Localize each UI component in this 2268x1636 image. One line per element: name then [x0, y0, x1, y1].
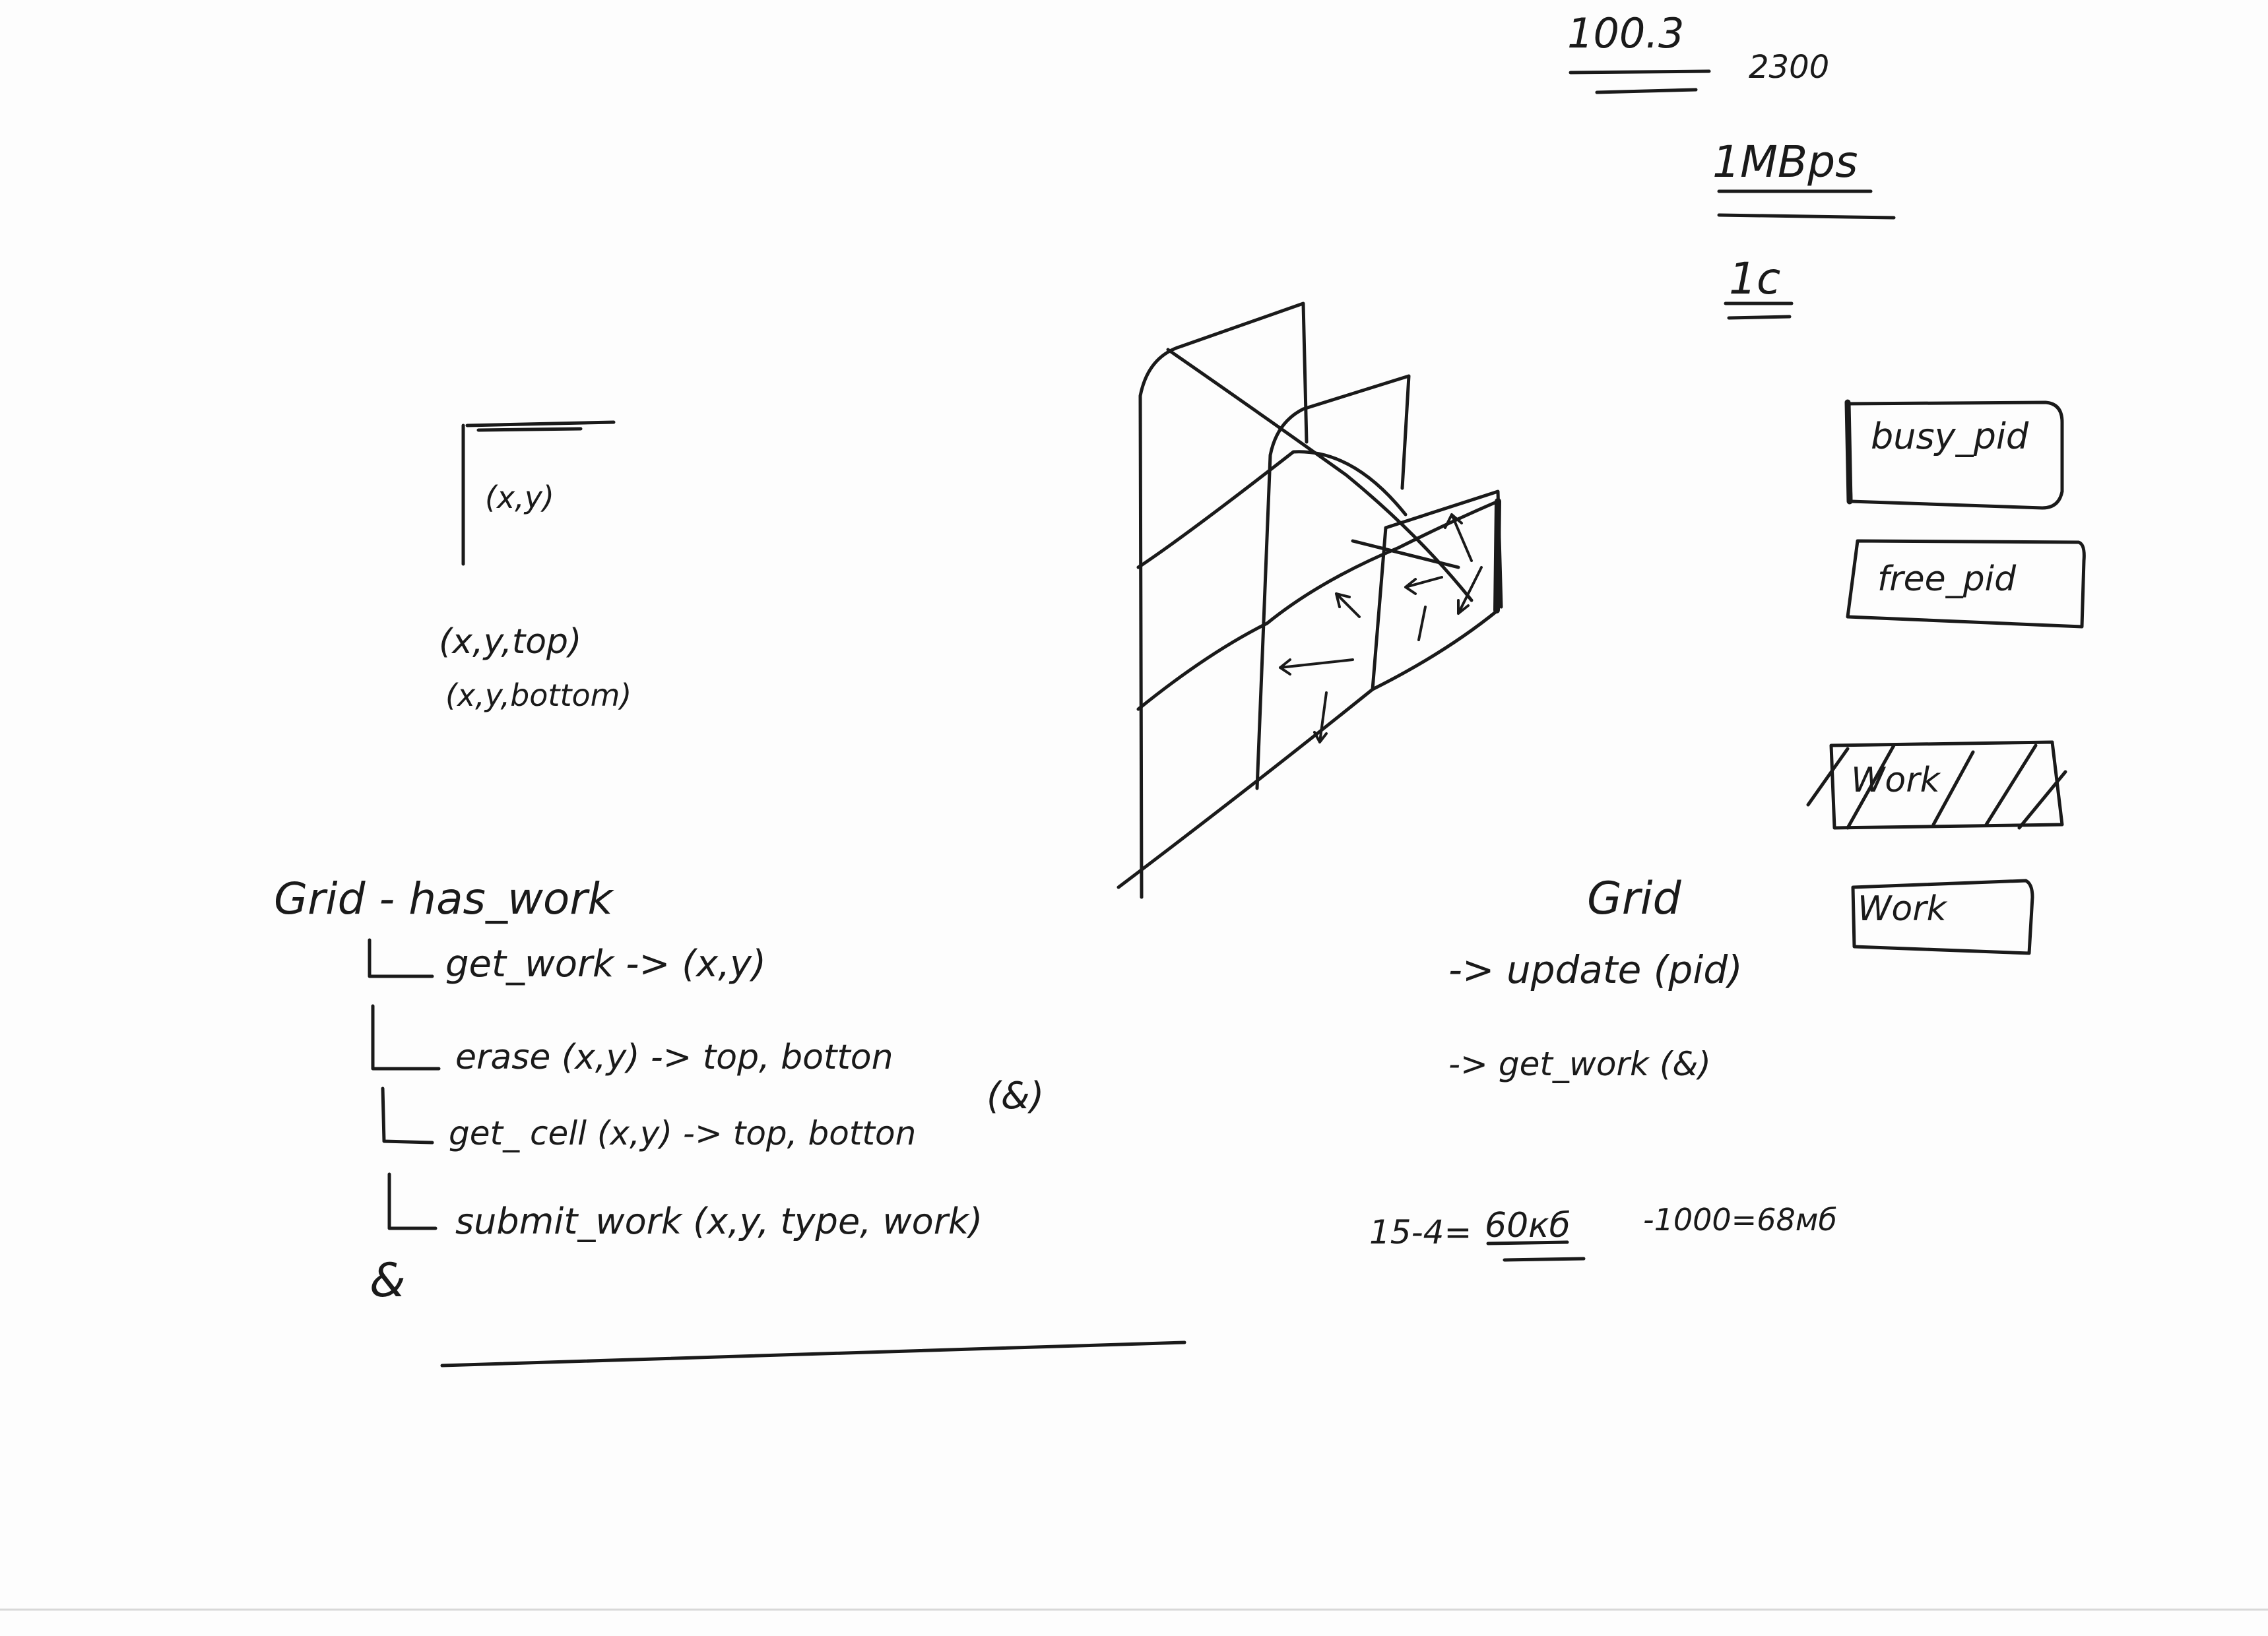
- method-get-work: get_work -> (x,y): [445, 943, 766, 986]
- arrow-up-2: [1335, 592, 1361, 618]
- grid-post-right: [1371, 489, 1503, 691]
- grid-diagonal-1: [1166, 348, 1474, 602]
- value-main: 100.3: [1567, 9, 1685, 57]
- work-done-label: Work: [1851, 761, 1941, 800]
- grid-sketch: [1117, 301, 1503, 899]
- free-pid-label: free_pid: [1877, 559, 2017, 599]
- busy-pid-box-edge: [1844, 399, 1853, 505]
- legend: busy_pid free_pid Work Work: [1806, 399, 2086, 955]
- grid-bold-edge: [1493, 498, 1501, 614]
- branch-1: [368, 938, 434, 978]
- busy-pid-label: busy_pid: [1871, 416, 2029, 457]
- arrow-up-1: [1444, 513, 1473, 562]
- calc-expr-left: 15-4=: [1369, 1213, 1472, 1251]
- scribble-mark: &: [370, 1253, 406, 1307]
- grid-post-left: [1138, 301, 1309, 899]
- value-side: 2300: [1749, 49, 1829, 86]
- cell-top-edge-inner: [476, 427, 583, 432]
- underline-2: [1595, 88, 1698, 94]
- work-done-hatching: [1806, 743, 2067, 830]
- grid-api-tree: Grid - has_work get_work -> (x,y) erase …: [274, 873, 1186, 1368]
- grid-row-3: [1117, 608, 1500, 889]
- grid-diagonal-2: [1351, 539, 1460, 569]
- grid-service: Grid -> update (pid) -> get_work (&): [1448, 873, 1743, 1083]
- cell-top-label: (x,y,top): [439, 622, 581, 662]
- arrow-down-2: [1313, 691, 1328, 743]
- method-get-work-service: -> get_work (&): [1448, 1045, 1711, 1083]
- bandwidth-underline-2: [1717, 213, 1896, 220]
- free-pid-box: [1846, 539, 2086, 629]
- underline-1: [1569, 69, 1711, 75]
- arrow-down-1: [1457, 566, 1483, 615]
- cell-coord-label: (x,y): [485, 480, 554, 515]
- core-underline-2: [1727, 315, 1792, 320]
- calc-underline-1: [1486, 1240, 1569, 1245]
- branch-4: [387, 1172, 437, 1230]
- arrow-stroke-1: [1417, 606, 1427, 641]
- work-label: Work: [1858, 889, 1948, 929]
- core-label: 1c: [1729, 253, 1780, 304]
- arrow-left-1: [1404, 576, 1443, 595]
- work-done-box: [1829, 740, 2064, 830]
- method-get-cell: get_ cell (x,y) -> top, botton: [449, 1114, 916, 1152]
- work-box: [1851, 879, 2034, 955]
- top-right-notes: 100.3 2300 1MBps 1c: [1567, 9, 1896, 320]
- grid-service-title: Grid: [1587, 873, 1682, 925]
- cell-top-edge: [465, 420, 616, 427]
- calc-expr-result: 60кб: [1485, 1206, 1571, 1245]
- calc-underline-2: [1503, 1257, 1586, 1262]
- calculation: 15-4= 60кб -1000=68мб: [1369, 1202, 1837, 1262]
- method-erase: erase (x,y) -> top, botton: [455, 1038, 893, 1077]
- grid-api-title: Grid - has_work: [274, 873, 614, 924]
- extra-note: (&): [987, 1075, 1044, 1117]
- calc-expr-right: -1000=68мб: [1643, 1202, 1837, 1238]
- method-submit-work: submit_work (x,y, type, work): [455, 1201, 983, 1242]
- method-update: -> update (pid): [1448, 947, 1743, 992]
- bandwidth-label: 1MBps: [1712, 137, 1858, 187]
- grid-post-middle: [1255, 374, 1411, 790]
- branch-2: [371, 1004, 441, 1071]
- separator-line: [440, 1340, 1186, 1368]
- cell-bottom-label: (x,y,bottom): [445, 677, 632, 713]
- cell-diagram: (x,y) (x,y,top) (x,y,bottom): [439, 420, 632, 713]
- busy-pid-box: [1846, 400, 2064, 510]
- grid-row-2: [1136, 499, 1500, 711]
- grid-row-1: [1136, 450, 1408, 569]
- branch-3: [381, 1086, 434, 1145]
- arrow-left-2: [1279, 658, 1354, 676]
